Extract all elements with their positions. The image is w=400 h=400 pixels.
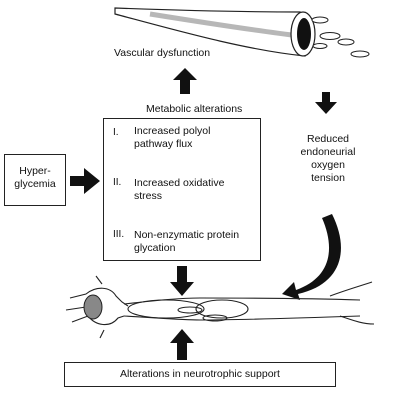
step-1-text: Increased polyol pathway flux [134, 125, 210, 151]
arrow-curved-oxygen [282, 214, 341, 300]
arrow-down-right [315, 92, 337, 114]
oxygen-line-1: Reduced [306, 133, 350, 145]
hyperglycemia-label: Hyper- glycemia [4, 165, 66, 191]
neurotrophic-label: Alterations in neurotrophic support [120, 368, 280, 380]
hyperglycemia-line-2: glycemia [14, 178, 56, 190]
step-2-line-1: Increased oxidative [134, 177, 225, 189]
step-2-text: Increased oxidative stress [134, 177, 224, 203]
neuron-nucleus [83, 294, 103, 320]
step-1-line-2: pathway flux [134, 138, 193, 150]
neuron [65, 275, 375, 339]
oxygen-line-4: tension [311, 172, 345, 184]
oxygen-line-2: endoneurial [300, 146, 356, 158]
step-1-line-1: Increased polyol [134, 125, 211, 137]
step-3-text: Non-enzymatic protein glycation [134, 229, 239, 255]
metabolic-box [103, 118, 261, 261]
hyperglycemia-line-1: Hyper- [19, 165, 51, 177]
arrow-neurotrophic-to-nerve [170, 329, 194, 360]
arrow-box-to-nerve [170, 266, 194, 296]
oxygen-tension-label: Reduced endoneurial oxygen tension [282, 133, 374, 185]
hyperglycemia-box [4, 154, 66, 206]
step-1-numeral: I. [113, 127, 119, 138]
arrow-up-to-vascular [173, 68, 197, 94]
blood-vessel [114, 7, 370, 58]
oxygen-line-3: oxygen [311, 159, 345, 171]
metabolic-alterations-heading: Metabolic alterations [146, 103, 243, 115]
arrow-hyperglycemia [70, 168, 100, 194]
step-2-numeral: II. [113, 177, 122, 188]
step-3-line-2: glycation [134, 242, 176, 254]
vascular-dysfunction-label: Vascular dysfunction [114, 47, 211, 59]
step-2-line-2: stress [134, 190, 163, 202]
step-3-numeral: III. [113, 229, 125, 240]
step-3-line-1: Non-enzymatic protein [134, 229, 240, 241]
neurotrophic-box [64, 362, 336, 387]
